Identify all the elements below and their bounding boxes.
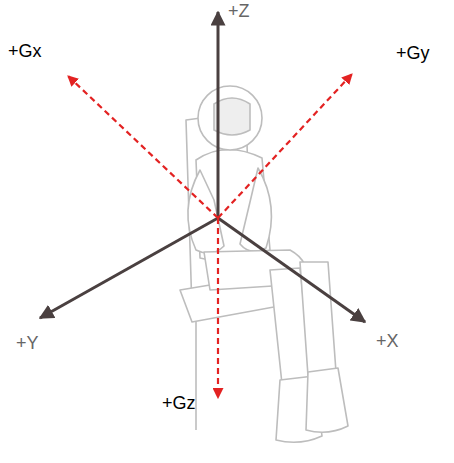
boot (306, 368, 348, 432)
axis-label: +X (376, 332, 399, 350)
gz-axis (217, 218, 219, 398)
axis-label: +Gz (162, 394, 196, 412)
z-axis (217, 12, 220, 218)
gy-axis (218, 74, 352, 218)
axis-label: +Gy (396, 44, 430, 62)
x-axis (218, 218, 365, 322)
y-axis (40, 218, 218, 318)
body-axes (40, 12, 365, 322)
axis-label: +Y (16, 334, 39, 352)
gx-axis (68, 76, 218, 218)
helmet (198, 86, 262, 150)
axis-label: +Gx (8, 42, 42, 60)
astronaut-figure (180, 86, 348, 442)
axis-label: +Z (228, 2, 250, 20)
g-axes (68, 74, 352, 398)
